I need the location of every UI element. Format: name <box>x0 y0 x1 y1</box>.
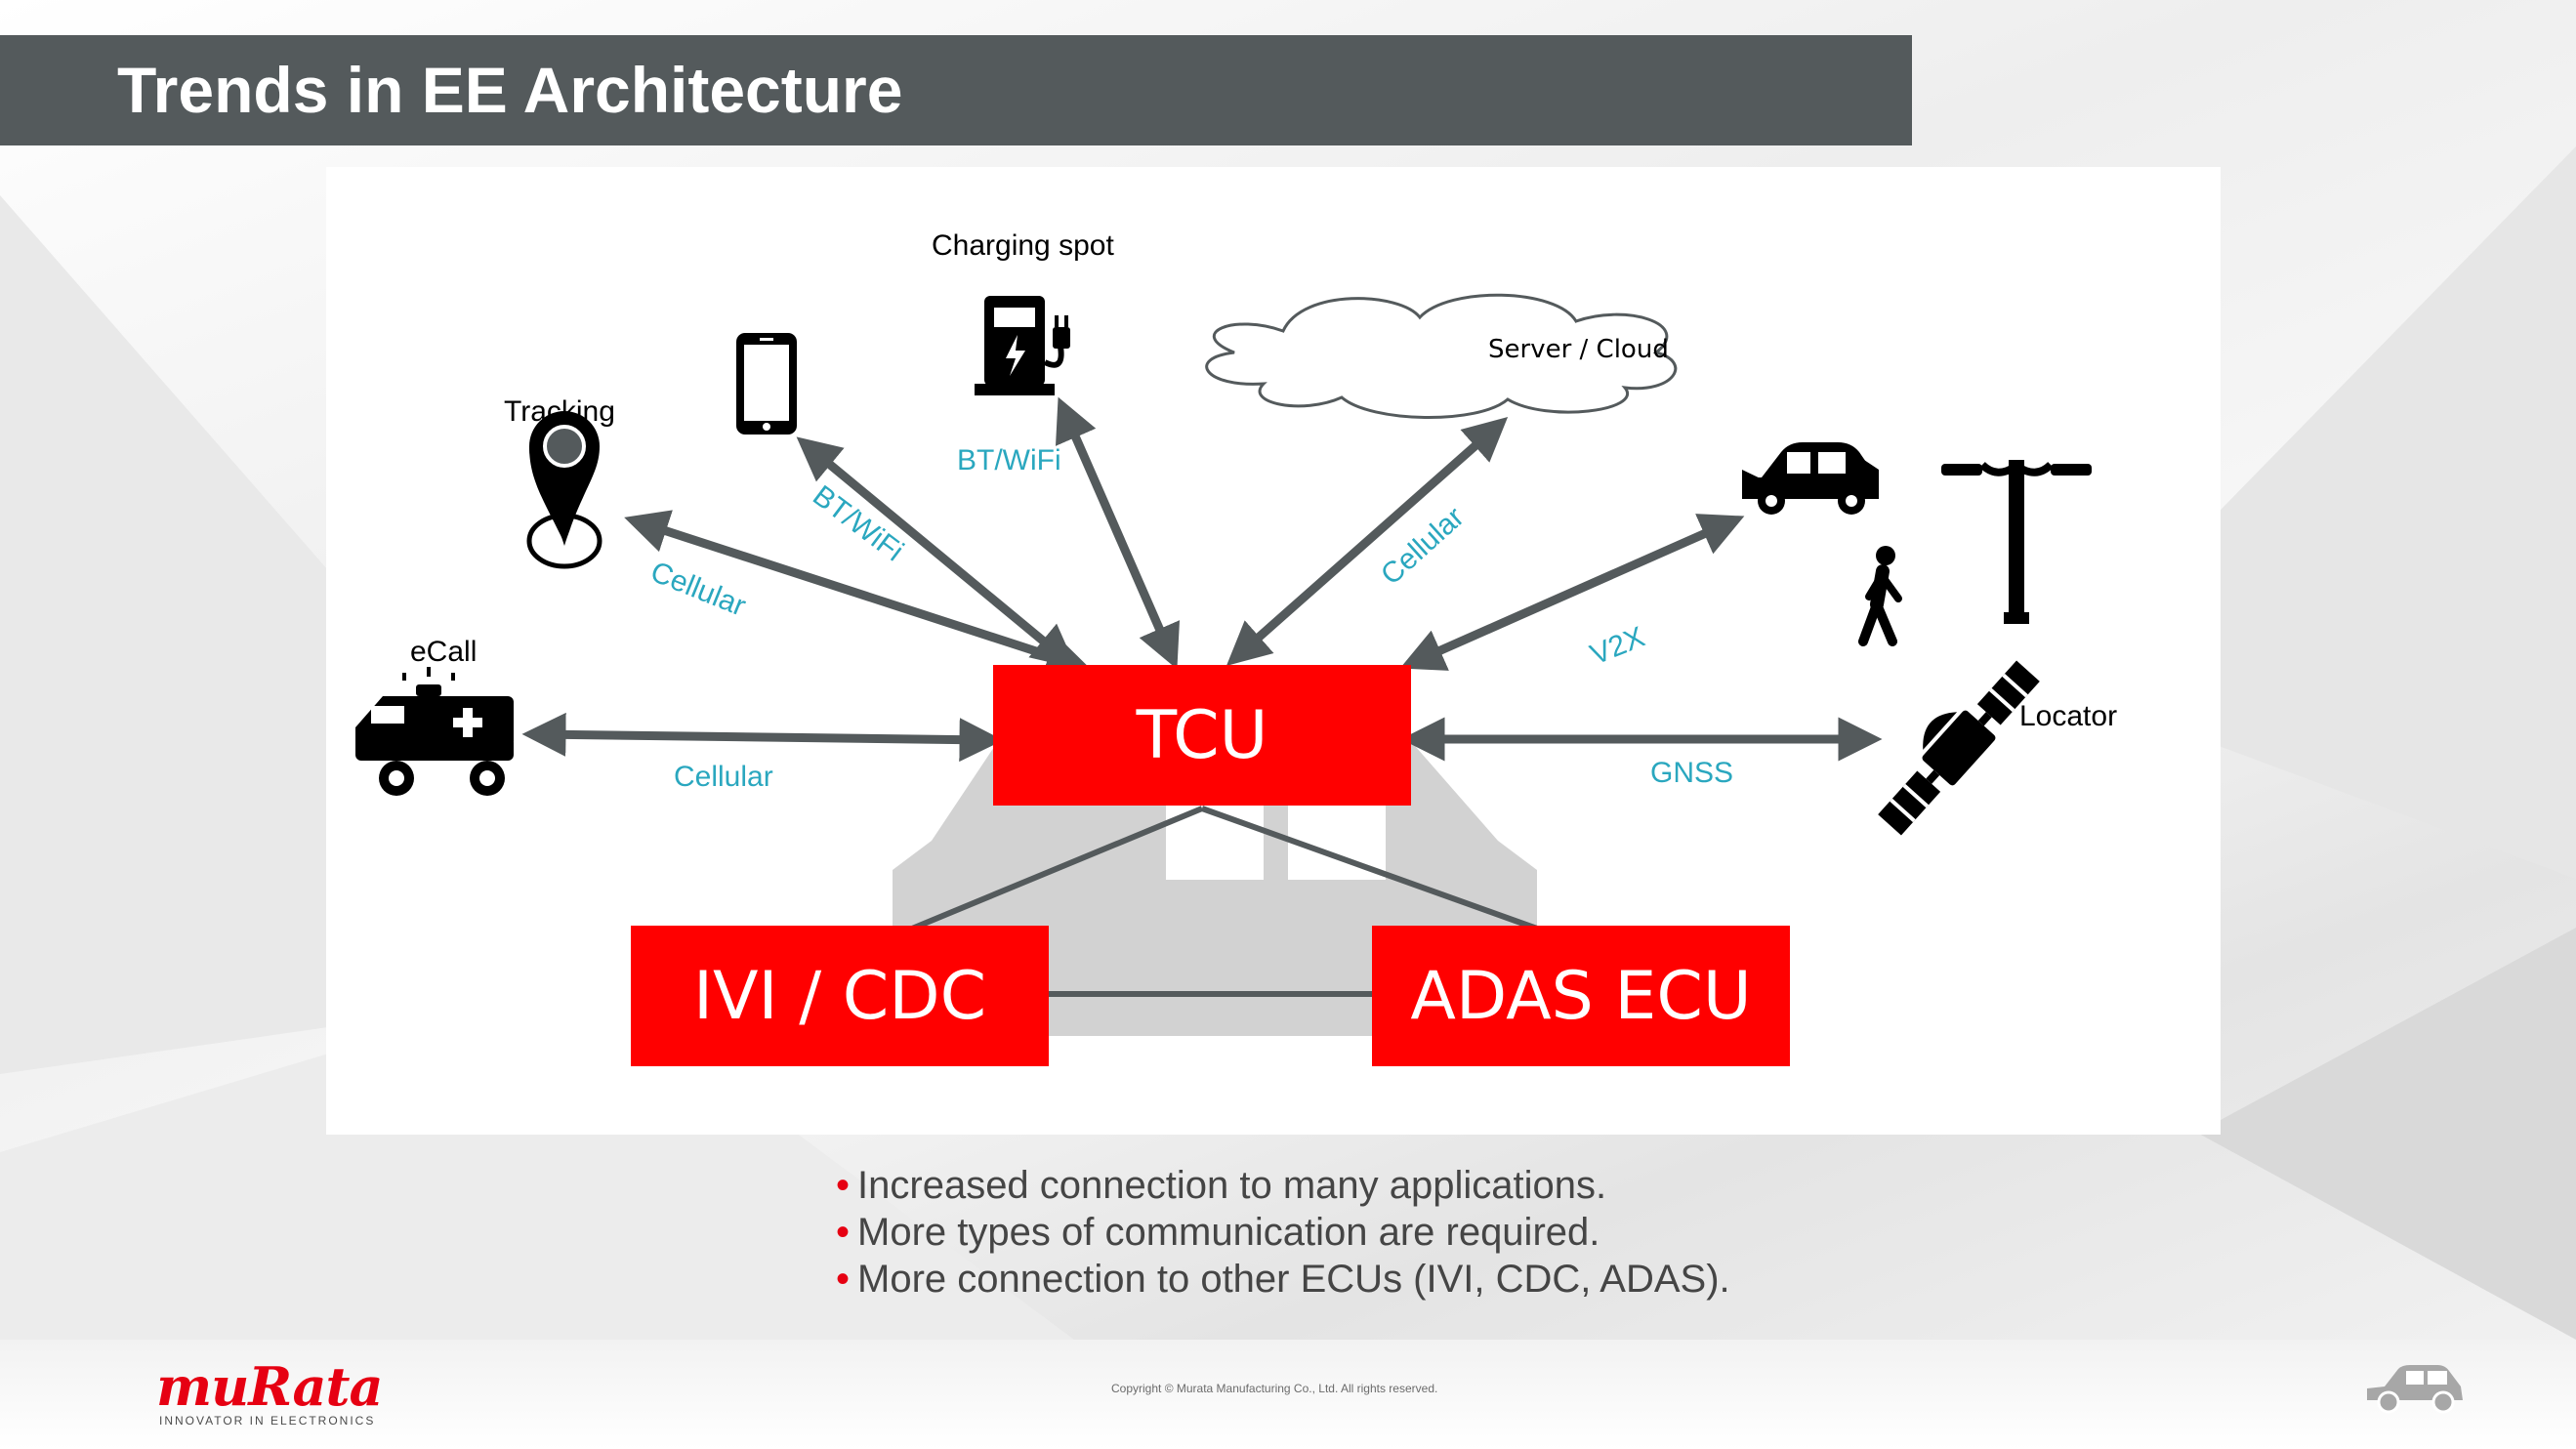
footer-car-icon <box>2367 1365 2463 1414</box>
bullet-dot: • <box>836 1211 851 1254</box>
label-ecall: eCall <box>410 636 478 668</box>
diagram-panel: TCU IVI / CDC ADAS ECU Charging spot Ser… <box>326 167 2221 1135</box>
arrow-v2x <box>1399 514 1745 671</box>
cloud-icon <box>1205 293 1678 419</box>
arrow-ecall <box>521 712 1004 763</box>
label-locator: Locator <box>2019 700 2118 732</box>
bullet-item: •Increased connection to many applicatio… <box>836 1164 1607 1207</box>
murata-logo: muRata <box>156 1355 383 1418</box>
adas-ecu-box: ADAS ECU <box>1372 926 1790 1066</box>
link-label-charging-btwifi: BT/WiFi <box>957 444 1061 476</box>
ivi-cdc-box: IVI / CDC <box>631 926 1049 1066</box>
bullet-item: •More connection to other ECUs (IVI, CDC… <box>836 1258 1730 1301</box>
car-icon <box>1742 442 1879 515</box>
bullet-dot: • <box>836 1164 851 1207</box>
architecture-diagram <box>355 293 2092 1036</box>
pedestrian-icon <box>1858 546 1902 646</box>
label-server-cloud: Server / Cloud <box>1488 335 1669 364</box>
arrow-phone <box>796 436 1077 669</box>
footer <box>0 1340 2576 1449</box>
map-pin-icon <box>526 411 602 569</box>
ambulance-icon <box>355 667 514 796</box>
satellite-icon <box>1878 660 2040 836</box>
label-charging-spot: Charging spot <box>932 229 1114 262</box>
street-lamp-icon <box>1941 460 2092 624</box>
bullet-item: •More types of communication are require… <box>836 1211 1600 1254</box>
title-bar: Trends in EE Architecture <box>0 35 1912 145</box>
ev-charger-icon <box>975 296 1070 395</box>
bullet-dot: • <box>836 1258 851 1301</box>
arrow-charging <box>1055 396 1181 670</box>
bullet-list: •Increased connection to many applicatio… <box>836 1162 1730 1303</box>
slide-title: Trends in EE Architecture <box>117 54 903 126</box>
ecu-links <box>910 806 1539 997</box>
copyright-notice: Copyright © Murata Manufacturing Co., Lt… <box>1111 1382 1438 1395</box>
smartphone-icon <box>736 333 797 435</box>
arrow-cloud <box>1226 417 1509 666</box>
link-label-gnss: GNSS <box>1650 757 1734 789</box>
label-tracking: Tracking <box>504 395 615 428</box>
logo-tagline: INNOVATOR IN ELECTRONICS <box>159 1414 376 1428</box>
link-label-ecall-cellular: Cellular <box>674 761 773 793</box>
tcu-box: TCU <box>993 665 1411 806</box>
